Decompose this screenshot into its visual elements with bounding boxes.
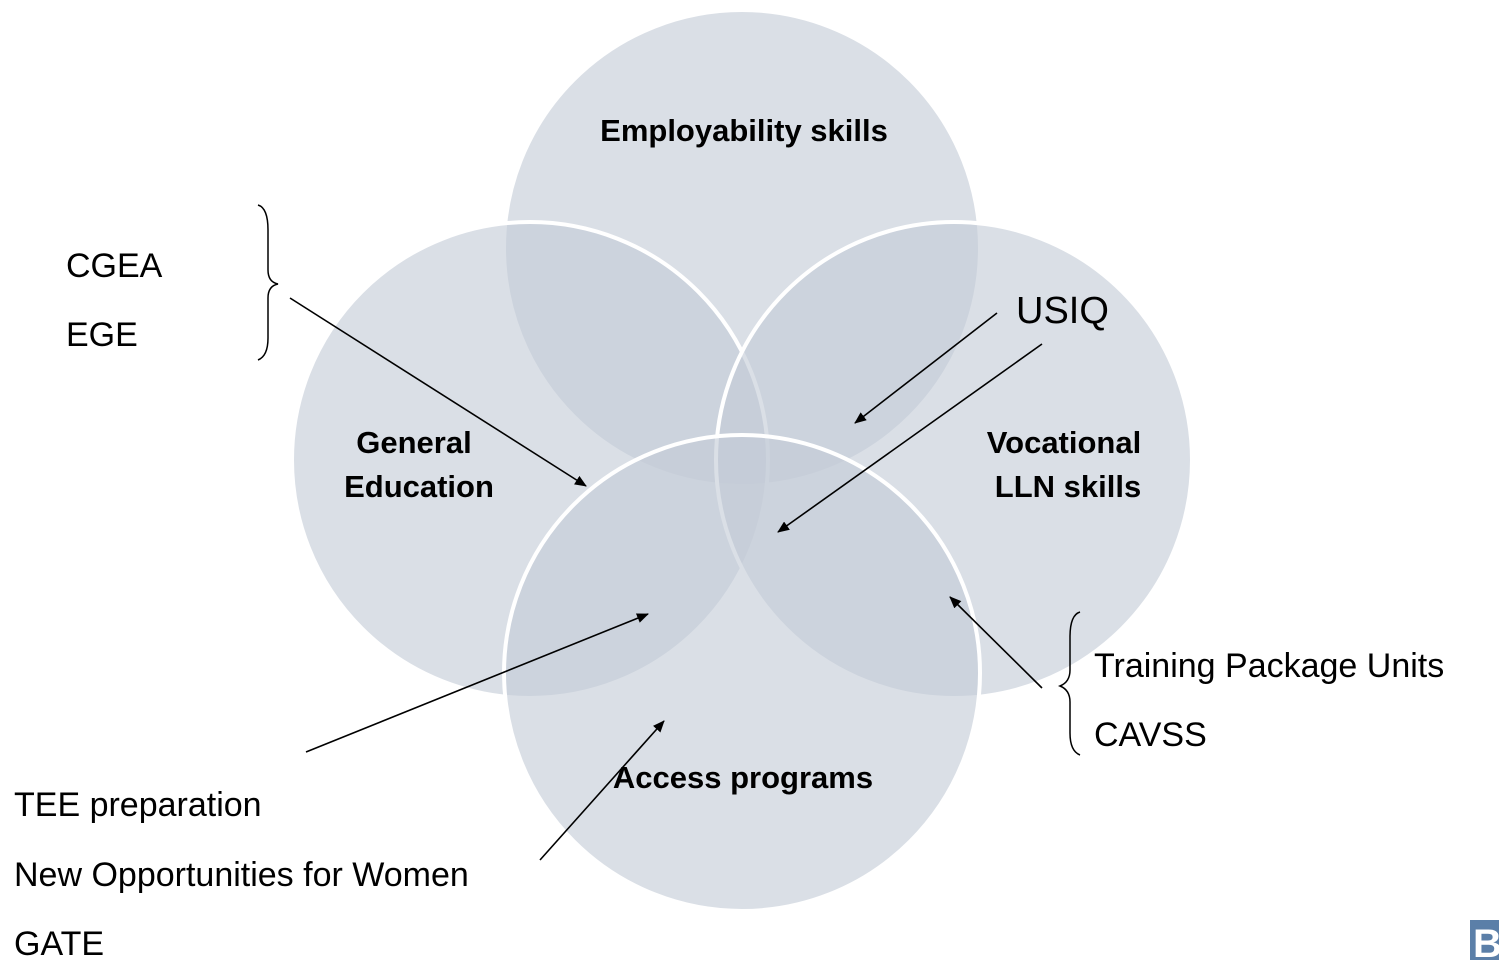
new-opportunities-arrow [539, 720, 665, 861]
employability-label: Employability skills [600, 113, 888, 148]
gate-label: GATE [14, 925, 104, 960]
access-programs-label: Access programs [613, 760, 873, 795]
tee-preparation-label: TEE preparation [14, 786, 262, 824]
new-opportunities-label: New Opportunities for Women [14, 856, 469, 894]
usiq-arrow-1 [854, 312, 998, 424]
general-label-line2: Education [344, 469, 494, 504]
cgea-arrow [289, 297, 587, 487]
access-programs-circle [502, 433, 982, 913]
logo-text: B [1473, 922, 1499, 960]
logo-mark [1470, 920, 1499, 960]
training-arrow [949, 596, 1043, 689]
tee-arrow [305, 613, 649, 753]
vocational-label-line1: Vocational [987, 425, 1141, 460]
vocational-label-line2: LLN skills [995, 469, 1141, 504]
general-label-line1: General [356, 425, 471, 460]
training-package-units-label: Training Package Units [1094, 647, 1444, 685]
usiq-arrow-2 [777, 343, 1043, 533]
cgea-label: CGEA [66, 247, 163, 285]
ege-label: EGE [66, 316, 138, 354]
usiq-label: USIQ [1016, 290, 1109, 332]
cavss-label: CAVSS [1094, 716, 1207, 754]
right-brace [1057, 611, 1081, 756]
top-left-brace [257, 204, 279, 361]
